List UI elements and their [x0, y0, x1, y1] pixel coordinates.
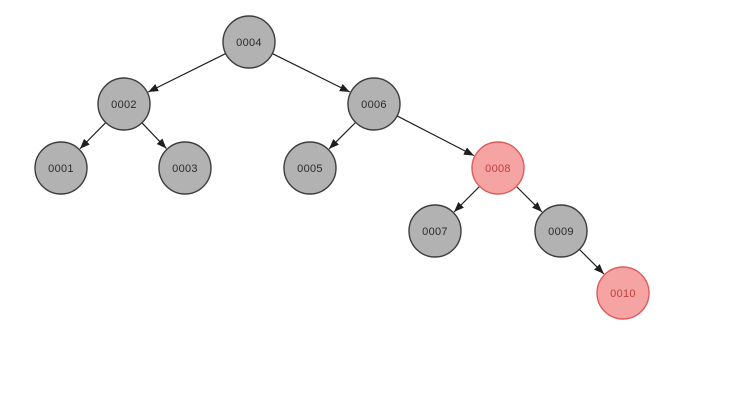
node-label: 0006 [361, 99, 387, 111]
tree-node-0007: 0007 [408, 204, 462, 258]
tree-node-0002: 0002 [97, 77, 151, 131]
node-label: 0004 [236, 37, 262, 49]
tree-node-0004: 0004 [222, 15, 276, 69]
node-circle [471, 141, 525, 195]
node-circle [97, 77, 151, 131]
node-label: 0008 [485, 163, 511, 175]
tree-node-0010: 0010 [596, 266, 650, 320]
node-circle [596, 266, 650, 320]
tree-edge-0004-0006 [272, 53, 351, 93]
tree-edge-0002-0003 [141, 122, 167, 149]
tree-node-0005: 0005 [283, 141, 337, 195]
tree-node-0008: 0008 [471, 141, 525, 195]
tree-edge-0006-0005 [328, 121, 357, 150]
node-label: 0009 [548, 226, 574, 238]
tree-node-0009: 0009 [534, 204, 588, 258]
tree-edge-0009-0010 [578, 248, 605, 275]
tree-node-0003: 0003 [158, 141, 212, 195]
node-label: 0005 [297, 163, 323, 175]
node-circle [283, 141, 337, 195]
node-circle [34, 141, 88, 195]
tree-edge-0006-0008 [396, 115, 475, 157]
node-label: 0001 [48, 163, 74, 175]
node-label: 0007 [422, 226, 448, 238]
tree-edge-0002-0001 [79, 122, 107, 150]
node-label: 0003 [172, 163, 198, 175]
node-circle [408, 204, 462, 258]
tree-node-0006: 0006 [347, 77, 401, 131]
node-circle [222, 15, 276, 69]
node-circle [158, 141, 212, 195]
node-circle [534, 204, 588, 258]
node-circle [347, 77, 401, 131]
node-label: 0002 [111, 99, 137, 111]
tree-edge-0008-0007 [453, 185, 481, 213]
tree-edge-0004-0002 [147, 53, 226, 93]
tree-edge-0008-0009 [515, 185, 543, 213]
node-label: 0010 [610, 288, 636, 300]
tree-node-0001: 0001 [34, 141, 88, 195]
